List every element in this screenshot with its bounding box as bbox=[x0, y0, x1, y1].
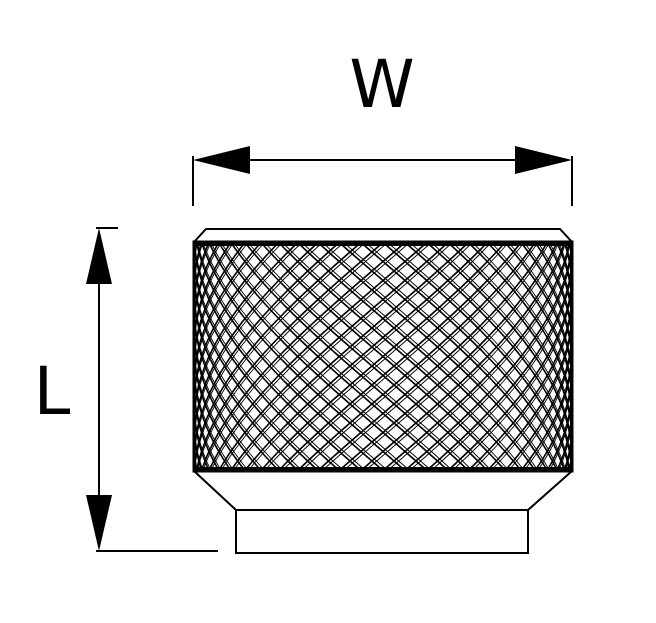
knurl-line bbox=[194, 242, 342, 471]
knurl-line bbox=[321, 242, 551, 471]
knurl-line bbox=[466, 242, 572, 471]
knurl-line bbox=[194, 242, 212, 471]
knurl-line bbox=[194, 242, 304, 471]
knob-bottom-taper bbox=[193, 470, 573, 511]
knurl-line bbox=[471, 242, 572, 471]
knurl-line bbox=[194, 242, 341, 471]
width-arrow-left bbox=[193, 146, 250, 174]
knurl-line bbox=[536, 242, 572, 471]
knurl-line bbox=[277, 242, 523, 471]
knurl-line bbox=[485, 242, 572, 471]
knurl-line bbox=[194, 242, 281, 471]
knurl-line bbox=[507, 242, 572, 471]
knurl-line bbox=[243, 242, 489, 471]
knob-top-chamfer bbox=[193, 228, 573, 243]
knurl-line bbox=[408, 242, 572, 471]
knurl-line bbox=[194, 242, 233, 471]
knurl-line bbox=[194, 242, 367, 471]
knurl-line bbox=[342, 242, 560, 471]
knurl-line bbox=[220, 242, 454, 471]
knurl-line bbox=[430, 242, 572, 471]
knurl-line bbox=[194, 242, 211, 471]
knurl-line bbox=[194, 242, 212, 471]
knurl-line bbox=[555, 242, 572, 471]
knurl-line bbox=[300, 242, 539, 471]
knurl-line bbox=[451, 242, 572, 471]
knurl-line bbox=[533, 242, 572, 471]
knurl-line bbox=[296, 242, 537, 471]
knurl-line bbox=[533, 242, 572, 471]
knurl-line bbox=[381, 242, 571, 471]
knurl-line bbox=[220, 242, 454, 471]
knurl-line bbox=[229, 242, 470, 471]
knurl-line bbox=[194, 242, 284, 471]
knurl-line bbox=[545, 242, 572, 471]
knurl-line bbox=[425, 242, 572, 471]
knurl-line bbox=[342, 242, 560, 471]
knurl-line bbox=[263, 242, 510, 471]
knurl-line bbox=[210, 242, 433, 471]
knurl-line bbox=[247, 242, 493, 471]
knurl-line bbox=[364, 242, 567, 471]
knurl-line bbox=[207, 242, 429, 471]
knurl-line bbox=[194, 242, 235, 471]
knurl-line bbox=[194, 242, 363, 471]
knurl-line bbox=[194, 242, 223, 471]
length-arrow-bottom bbox=[86, 495, 112, 551]
knurl-line bbox=[210, 242, 433, 471]
knurl-line bbox=[194, 242, 266, 471]
knurl-line bbox=[558, 242, 572, 471]
knob-body bbox=[193, 228, 573, 554]
knurl-line bbox=[195, 242, 385, 471]
length-label: L bbox=[34, 353, 71, 430]
knurl-line bbox=[316, 242, 549, 471]
knurl-line bbox=[548, 242, 572, 471]
length-dimension: L bbox=[34, 227, 218, 552]
knurl-line bbox=[194, 242, 223, 471]
knurl-line bbox=[300, 242, 539, 471]
knurl-line bbox=[263, 242, 510, 471]
knurl-line bbox=[364, 242, 567, 471]
knurl-lines bbox=[194, 242, 572, 471]
knurl-line bbox=[281, 242, 526, 471]
knurl-line bbox=[247, 242, 493, 471]
knurl-line bbox=[196, 242, 389, 471]
knurl-line bbox=[194, 242, 304, 471]
knurl-line bbox=[281, 242, 526, 471]
knurl-line bbox=[194, 242, 221, 471]
width-label: W bbox=[349, 46, 414, 123]
knurl-line bbox=[545, 242, 572, 471]
knurl-line bbox=[259, 242, 507, 471]
knurl-line bbox=[232, 242, 474, 471]
knurl-line bbox=[555, 242, 572, 471]
knurl-line bbox=[386, 242, 571, 471]
knurl-line bbox=[408, 242, 572, 471]
knurl-line bbox=[386, 242, 571, 471]
knurl-line bbox=[194, 242, 263, 471]
knurl-line bbox=[490, 242, 572, 471]
knurl-line bbox=[196, 242, 389, 471]
knurl-line bbox=[194, 242, 345, 471]
knurl-line bbox=[217, 242, 450, 471]
knurl-line bbox=[337, 242, 559, 471]
width-arrow-right bbox=[515, 146, 572, 174]
knurl-line bbox=[194, 242, 300, 471]
knurl-line bbox=[232, 242, 474, 471]
knurl-line bbox=[202, 242, 411, 471]
length-arrow-top bbox=[86, 228, 112, 284]
knurl-line bbox=[403, 242, 572, 471]
knurl-line bbox=[200, 242, 407, 471]
knurl-line bbox=[202, 242, 411, 471]
knob-shaft bbox=[235, 509, 529, 554]
knurl-line bbox=[503, 242, 572, 471]
knurl-line bbox=[359, 242, 566, 471]
knurl-line bbox=[321, 242, 551, 471]
knurl-line bbox=[536, 242, 572, 471]
knurl-line bbox=[194, 242, 235, 471]
knurled-band bbox=[192, 240, 574, 473]
width-dimension: W bbox=[192, 46, 573, 206]
